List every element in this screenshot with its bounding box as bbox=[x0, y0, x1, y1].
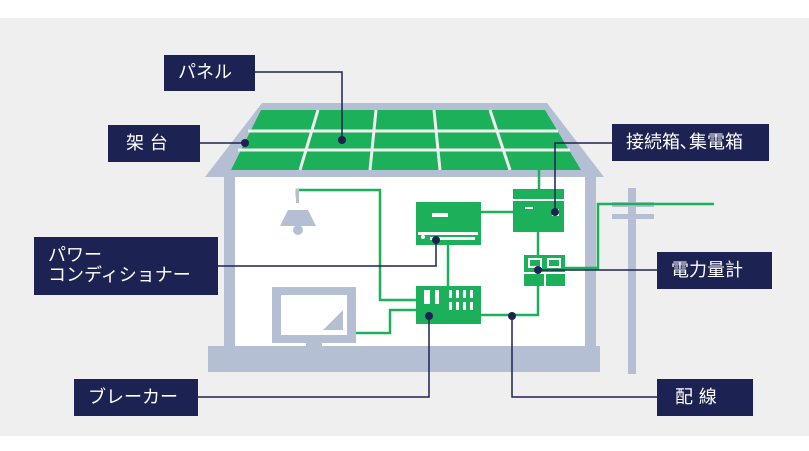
label-junction: 接続箱､集電箱 bbox=[612, 124, 769, 161]
solar-panel bbox=[231, 110, 581, 170]
leader-wiring bbox=[511, 316, 657, 398]
label-panel: パネル bbox=[164, 55, 255, 91]
label-panel-text: パネル bbox=[178, 62, 232, 83]
leader-dot-wiring bbox=[508, 312, 516, 320]
lamp-shade bbox=[280, 210, 316, 226]
label-breaker-text: ブレーカー bbox=[88, 386, 178, 408]
label-wiring-text: 配 線 bbox=[675, 386, 717, 408]
label-meter-text: 電力量計 bbox=[671, 259, 743, 281]
wire-tv bbox=[353, 308, 416, 335]
leader-panel bbox=[255, 71, 343, 140]
wall-right bbox=[585, 177, 596, 347]
label-mount-text: 架 台 bbox=[126, 132, 168, 154]
leader-dot-panel bbox=[338, 136, 346, 144]
label-mount: 架 台 bbox=[108, 125, 200, 162]
tv-screen-glare bbox=[323, 310, 343, 330]
label-meter: 電力量計 bbox=[657, 252, 772, 289]
panel-grid-v2 bbox=[368, 109, 378, 171]
wire-breaker-meter bbox=[481, 286, 540, 317]
tv-stand bbox=[306, 343, 322, 347]
wire-meter-pole bbox=[565, 202, 714, 270]
utility-pole bbox=[628, 188, 636, 374]
lamp-bulb bbox=[293, 225, 303, 235]
panel-grid-v1 bbox=[298, 109, 320, 171]
foundation bbox=[208, 346, 600, 372]
label-junction-text: 接続箱､集電箱 bbox=[626, 131, 743, 153]
leader-dot-pcs bbox=[432, 236, 440, 244]
label-power-conditioner: パワー コンディショナー bbox=[34, 237, 218, 295]
leader-breaker bbox=[198, 316, 430, 398]
label-pcs-line2: コンディショナー bbox=[48, 265, 191, 286]
leader-pcs bbox=[218, 240, 437, 267]
leader-dot-mount bbox=[241, 139, 249, 147]
label-breaker: ブレーカー bbox=[74, 379, 198, 416]
label-pcs-line1: パワー bbox=[48, 245, 102, 266]
leader-junction bbox=[554, 142, 612, 212]
leader-dot-meter bbox=[534, 266, 542, 274]
wall-left bbox=[224, 177, 235, 347]
pole-crossarm-2 bbox=[612, 214, 654, 219]
leader-dot-junction bbox=[551, 208, 559, 216]
lamp-cord bbox=[296, 189, 299, 203]
panel-grid-v4 bbox=[488, 109, 512, 171]
panel-grid-v3 bbox=[432, 109, 442, 171]
leader-dot-breaker bbox=[425, 312, 433, 320]
label-wiring: 配 線 bbox=[657, 379, 753, 416]
